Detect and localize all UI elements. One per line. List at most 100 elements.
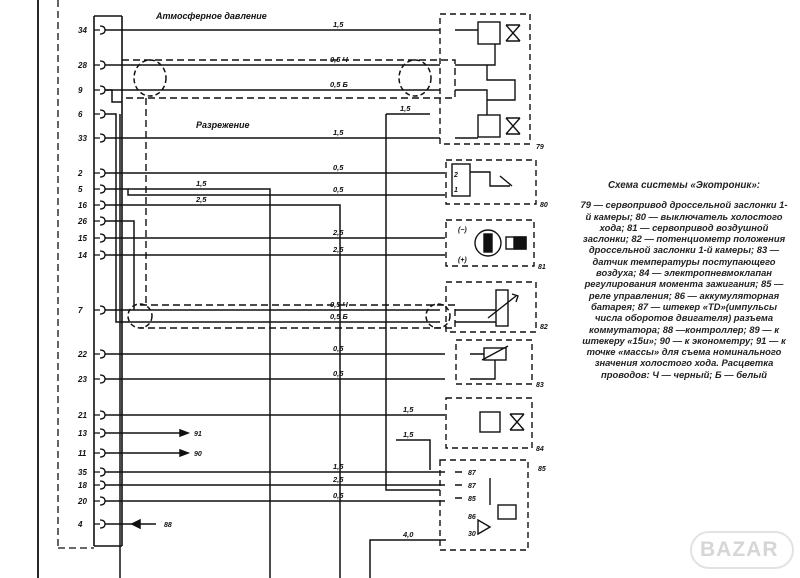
pin-number-21: 21 bbox=[77, 411, 87, 420]
relay-pin-1: 87 bbox=[468, 483, 477, 490]
pin-terminal-35 bbox=[94, 467, 106, 477]
pin-terminal-9 bbox=[94, 85, 106, 95]
pin-terminal-11 bbox=[94, 448, 106, 458]
label-c91: 91 bbox=[194, 431, 202, 438]
component-81-plus: (+) bbox=[458, 257, 467, 264]
pin-number-7: 7 bbox=[78, 306, 83, 315]
wire-label-w15: 2,5 bbox=[332, 228, 344, 237]
pin-terminal-23 bbox=[94, 374, 106, 384]
wire-label-w2: 0,5 bbox=[333, 163, 344, 172]
wire-label-w21: 1,5 bbox=[403, 405, 414, 414]
label-c79: 79 bbox=[536, 144, 544, 151]
label-vacuum: Разрежение bbox=[196, 120, 250, 130]
component-83-wiring bbox=[470, 353, 496, 380]
wire-5 bbox=[105, 188, 445, 196]
component-83-box bbox=[455, 339, 533, 385]
component-81-motor bbox=[474, 229, 502, 257]
label-c80: 80 bbox=[540, 202, 548, 209]
pin-terminal-15 bbox=[94, 233, 106, 243]
wire-16-down bbox=[105, 204, 341, 578]
pin-terminal-28 bbox=[94, 60, 106, 70]
watermark-logo: BAZAR bbox=[690, 528, 795, 569]
wire-label-w28: 0,5 Ч bbox=[330, 55, 349, 64]
pin-number-23: 23 bbox=[77, 375, 87, 384]
component-80-term-2: 2 bbox=[453, 172, 458, 179]
component-84-valve bbox=[509, 413, 525, 431]
wire-label-w22: 0,5 bbox=[333, 344, 344, 353]
wire-label-w9: 0,5 Б bbox=[330, 80, 349, 89]
wire-label-w40: 4,0 bbox=[402, 530, 414, 539]
shield-sleeve-1 bbox=[133, 59, 167, 97]
shield-cable-mid bbox=[140, 304, 456, 329]
component-81-box bbox=[445, 219, 535, 267]
arrow-c90 bbox=[179, 448, 191, 458]
shield-sleeve-2 bbox=[398, 59, 432, 97]
component-82-potentiometer bbox=[495, 289, 509, 327]
pin-terminal-5 bbox=[94, 184, 106, 194]
pin-terminal-6 bbox=[94, 109, 106, 119]
component-79-wiring bbox=[455, 29, 496, 139]
wire-6-right bbox=[385, 114, 440, 491]
pin-terminal-20 bbox=[94, 496, 106, 506]
pin-number-2: 2 bbox=[77, 169, 83, 178]
pin-number-22: 22 bbox=[77, 350, 87, 359]
wire-label-w7b: 0,5 Б bbox=[330, 312, 349, 321]
wire-label-w35: 1,5 bbox=[333, 462, 344, 471]
component-82-wiper bbox=[487, 293, 519, 319]
pin-number-5: 5 bbox=[78, 185, 83, 194]
wire-label-w16b: 2,5 bbox=[195, 195, 207, 204]
component-80-box bbox=[445, 159, 537, 205]
pin-terminal-16 bbox=[94, 200, 106, 210]
component-79-valve-a bbox=[505, 24, 521, 42]
pin-terminal-13 bbox=[94, 428, 106, 438]
component-79-box bbox=[439, 13, 531, 145]
pin-terminal-22 bbox=[94, 349, 106, 359]
wire-label-w14: 2,5 bbox=[332, 245, 344, 254]
pin-number-26: 26 bbox=[77, 217, 87, 226]
pin-number-18: 18 bbox=[78, 481, 87, 490]
wire-label-w7a: 0,5 Ч bbox=[330, 300, 349, 309]
pin-number-34: 34 bbox=[78, 26, 87, 35]
wire-label-w33: 1,5 bbox=[333, 128, 344, 137]
pin-terminal-21 bbox=[94, 410, 106, 420]
pin-terminal-4 bbox=[94, 519, 106, 529]
pin-number-20: 20 bbox=[77, 497, 87, 506]
wire-label-w18: 2,5 bbox=[332, 475, 344, 484]
label-c90: 90 bbox=[194, 451, 202, 458]
pin-number-11: 11 bbox=[78, 449, 87, 458]
component-81-rotor bbox=[483, 233, 493, 253]
component-85-diode bbox=[477, 518, 492, 536]
component-80-term-1: 1 bbox=[454, 187, 458, 194]
component-79-coil-b bbox=[477, 114, 501, 138]
relay-pin-3: 86 bbox=[468, 514, 476, 521]
relay-pin-0: 87 bbox=[468, 470, 477, 477]
component-85-box bbox=[439, 459, 529, 551]
component-79-valve-b bbox=[505, 117, 521, 135]
wire-6-loop bbox=[105, 113, 128, 323]
pin-terminal-34 bbox=[94, 25, 106, 35]
pin-number-15: 15 bbox=[78, 234, 87, 243]
pin-terminal-7 bbox=[94, 305, 106, 315]
component-81-minus: (−) bbox=[458, 227, 467, 234]
pin-number-14: 14 bbox=[78, 251, 87, 260]
component-84-box bbox=[445, 397, 533, 449]
caption-title: Схема системы «Экотроник»: bbox=[607, 180, 761, 191]
label-c82: 82 bbox=[540, 324, 548, 331]
pin-number-6: 6 bbox=[78, 110, 83, 119]
relay-pin-2: 85 bbox=[468, 496, 476, 503]
shield-sleeve-3 bbox=[127, 303, 153, 329]
label-c83: 83 bbox=[536, 382, 544, 389]
component-79-link bbox=[486, 65, 516, 101]
pin-number-33: 33 bbox=[78, 134, 87, 143]
diagram-caption: Схема системы «Экотроник»: 79 — сервопри… bbox=[578, 180, 790, 380]
caption-body: 79 — сервопривод дроссельной заслонки 1-… bbox=[580, 199, 788, 380]
wire-26 bbox=[105, 220, 135, 310]
wire-label-w20: 0,5 bbox=[333, 491, 344, 500]
component-80-contact bbox=[470, 171, 513, 187]
pin-terminal-14 bbox=[94, 250, 106, 260]
pin-number-16: 16 bbox=[78, 201, 87, 210]
arrow-c91 bbox=[179, 428, 191, 438]
component-85-coil bbox=[497, 504, 517, 520]
shield-cable-top bbox=[122, 59, 456, 99]
